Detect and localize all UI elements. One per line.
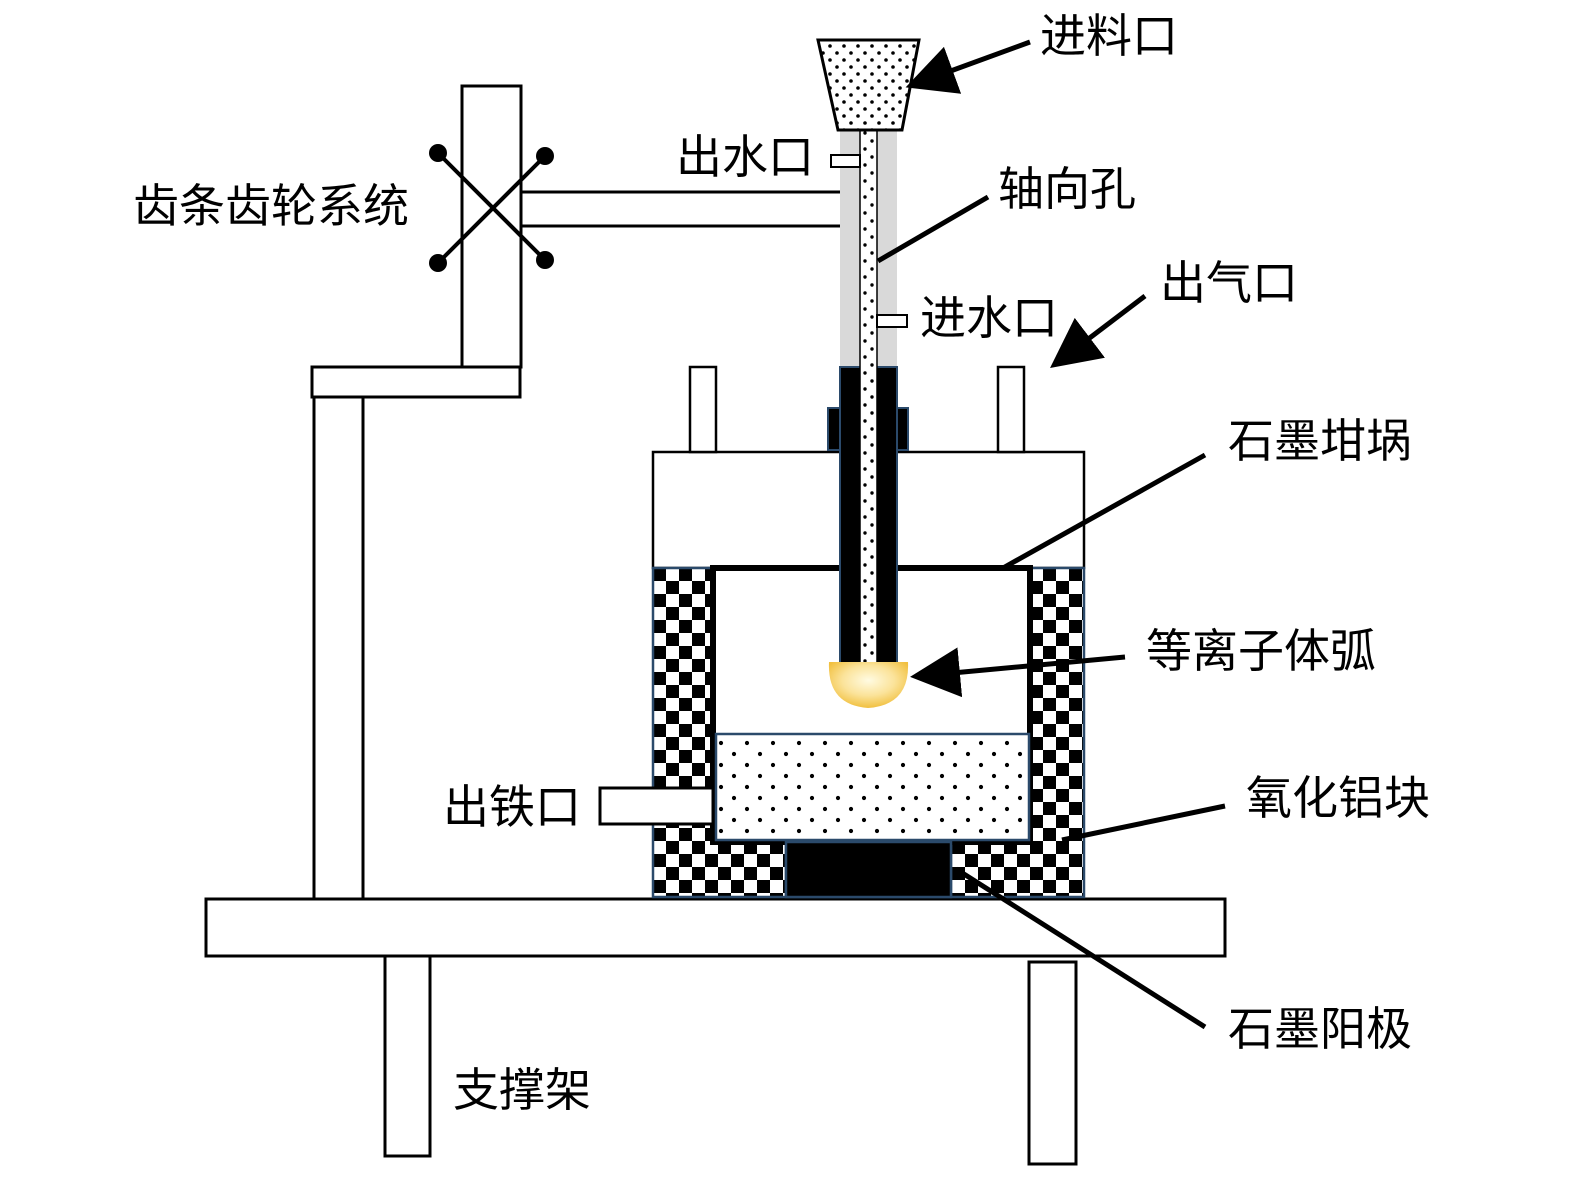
top-post-right	[996, 365, 1026, 454]
top-post-left	[688, 365, 718, 454]
label-alumina-block: 氧化铝块	[1246, 771, 1430, 825]
side-bracket	[310, 365, 522, 399]
horizontal-arm	[519, 190, 862, 228]
label-graphite-anode: 石墨阳极	[1228, 1002, 1412, 1056]
axial-hole	[859, 129, 878, 664]
label-water-outlet: 出水口	[676, 130, 814, 184]
plasma-arc	[828, 662, 909, 708]
molten-iron-layer	[714, 732, 1031, 842]
labels: 进料口 出水口 轴向孔 齿条齿轮系统 出气口 进水口 石墨坩埚 等离子体弧 出铁…	[133, 9, 1430, 1117]
support-frame	[204, 84, 1227, 1166]
label-rack-pinion: 齿条齿轮系统	[133, 179, 409, 233]
label-iron-outlet: 出铁口	[443, 780, 581, 834]
arrow-alumina-block	[1061, 803, 1226, 843]
arrow-plasma-arc	[910, 647, 1126, 698]
label-graphite-crucible: 石墨坩埚	[1228, 414, 1412, 468]
side-post	[312, 395, 365, 901]
label-axial-hole: 轴向孔	[998, 162, 1136, 216]
label-plasma-arc: 等离子体弧	[1146, 624, 1376, 678]
table-leg-left	[383, 954, 432, 1158]
iron-outlet-pipe	[598, 786, 715, 826]
rack-pinion-symbol	[429, 144, 554, 272]
feed-funnel	[816, 38, 921, 132]
pivot-dot	[429, 254, 447, 272]
pivot-dot	[429, 144, 447, 162]
arrow-feed-inlet	[905, 39, 1031, 94]
water-inlet-nozzle	[876, 314, 908, 328]
arrow-gas-outlet	[1050, 294, 1147, 369]
label-gas-outlet: 出气口	[1160, 256, 1298, 310]
water-outlet-nozzle	[830, 154, 861, 168]
label-feed-inlet: 进料口	[1040, 9, 1178, 63]
label-support-frame: 支撑架	[453, 1063, 591, 1117]
plasma-torch	[827, 129, 909, 708]
table-top	[204, 897, 1227, 958]
graphite-anode	[784, 840, 953, 899]
label-water-inlet: 进水口	[920, 291, 1058, 345]
arrow-axial-hole	[876, 194, 990, 264]
pivot-dot	[536, 147, 554, 165]
arrow-crucible	[1001, 452, 1207, 571]
pivot-dot	[536, 251, 554, 269]
table-leg-right	[1027, 960, 1078, 1166]
arrow-anode	[954, 866, 1207, 1030]
leader-lines	[876, 39, 1226, 1030]
